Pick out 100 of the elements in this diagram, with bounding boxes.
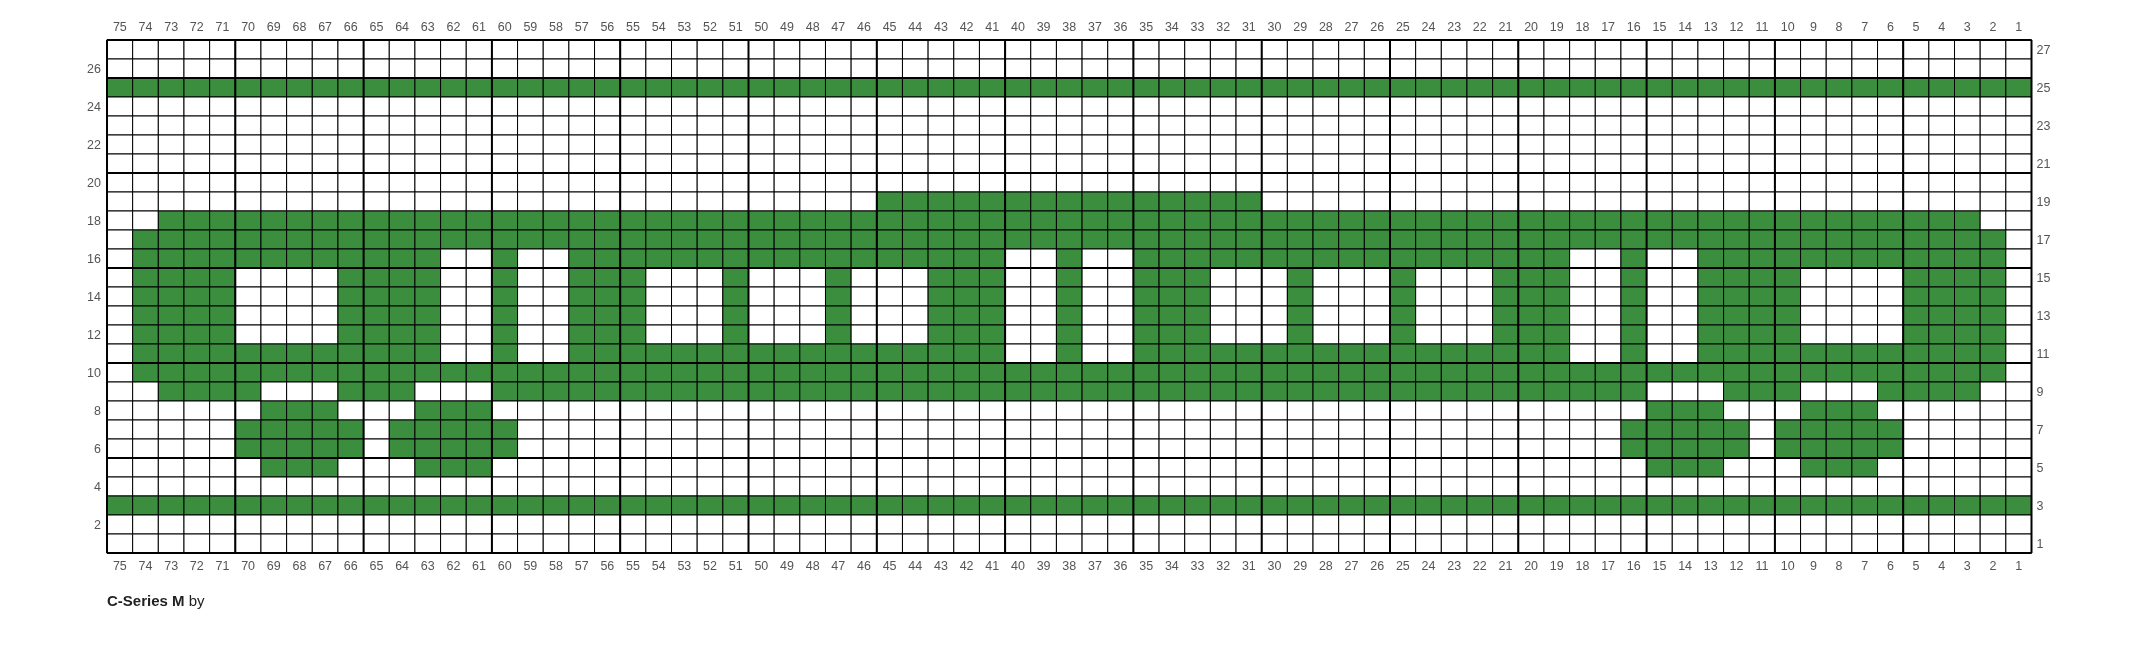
column-number: 57 [573, 21, 590, 34]
column-number: 39 [1035, 560, 1052, 573]
column-number: 39 [1035, 21, 1052, 34]
column-number: 31 [1240, 21, 1257, 34]
column-number: 55 [625, 21, 641, 34]
column-number: 5 [1911, 21, 1921, 34]
row-number: 17 [2036, 234, 2051, 247]
column-number: 30 [1266, 21, 1283, 34]
row-number: 13 [2036, 310, 2051, 323]
column-number: 53 [676, 560, 693, 573]
column-number: 36 [1112, 21, 1129, 34]
column-number: 56 [599, 21, 616, 34]
column-number: 11 [1754, 560, 1770, 573]
column-number: 59 [522, 21, 539, 34]
column-number: 44 [907, 21, 924, 34]
column-number: 44 [907, 560, 924, 573]
column-number: 34 [1163, 560, 1180, 573]
column-number: 28 [1317, 21, 1334, 34]
column-number: 41 [984, 560, 1001, 573]
column-number: 41 [984, 21, 1001, 34]
column-number: 18 [1574, 21, 1591, 34]
column-number: 49 [779, 21, 795, 34]
column-number: 26 [1369, 21, 1386, 34]
column-number: 58 [548, 560, 564, 573]
column-number: 14 [1677, 560, 1694, 573]
column-number: 62 [445, 21, 462, 34]
column-number: 30 [1266, 560, 1283, 573]
column-number: 29 [1292, 560, 1309, 573]
column-number: 66 [342, 560, 359, 573]
column-number: 69 [265, 21, 282, 34]
column-number: 16 [1625, 21, 1642, 34]
row-number: 27 [2036, 44, 2051, 57]
column-number: 45 [881, 21, 898, 34]
column-number: 36 [1112, 560, 1129, 573]
column-number: 52 [702, 21, 718, 34]
row-number: 15 [2036, 272, 2051, 285]
column-number: 22 [1471, 21, 1488, 34]
row-number: 20 [86, 177, 101, 190]
column-number: 67 [317, 21, 334, 34]
column-number: 25 [1394, 21, 1411, 34]
column-number: 13 [1702, 21, 1719, 34]
column-number: 23 [1446, 560, 1463, 573]
column-number: 28 [1317, 560, 1334, 573]
column-number: 13 [1702, 560, 1719, 573]
column-number: 31 [1240, 560, 1257, 573]
row-number: 5 [2036, 462, 2044, 475]
column-number: 22 [1471, 560, 1488, 573]
column-number: 27 [1343, 560, 1360, 573]
column-number: 10 [1779, 21, 1796, 34]
column-number: 50 [753, 21, 770, 34]
row-number: 21 [2036, 158, 2051, 171]
column-number: 64 [394, 560, 411, 573]
column-number: 24 [1420, 560, 1437, 573]
column-number: 3 [1962, 21, 1972, 34]
column-number: 53 [676, 21, 693, 34]
column-number: 73 [163, 21, 180, 34]
column-number: 46 [856, 21, 872, 34]
column-number: 6 [1885, 21, 1895, 34]
column-number: 2 [1988, 21, 1998, 34]
column-number: 67 [317, 560, 334, 573]
column-number: 6 [1885, 560, 1895, 573]
row-number: 11 [2036, 348, 2050, 361]
column-number: 70 [240, 21, 257, 34]
column-number: 12 [1728, 21, 1745, 34]
column-number: 66 [342, 21, 359, 34]
column-number: 62 [445, 560, 462, 573]
column-number: 19 [1548, 21, 1565, 34]
column-number: 64 [394, 21, 411, 34]
column-number: 58 [548, 21, 564, 34]
row-number: 18 [86, 215, 101, 228]
column-number: 46 [856, 560, 872, 573]
column-number: 23 [1446, 21, 1463, 34]
column-number: 24 [1420, 21, 1437, 34]
column-number: 20 [1523, 560, 1540, 573]
column-number: 59 [522, 560, 539, 573]
column-number: 42 [958, 560, 975, 573]
column-number: 32 [1215, 560, 1232, 573]
column-number: 37 [1086, 560, 1103, 573]
column-number: 35 [1138, 21, 1155, 34]
row-number: 4 [93, 481, 101, 494]
column-number: 33 [1189, 560, 1206, 573]
column-number: 69 [265, 560, 282, 573]
column-number: 9 [1808, 21, 1818, 34]
row-number: 10 [86, 367, 101, 380]
column-number: 51 [727, 560, 744, 573]
column-number: 73 [163, 560, 180, 573]
column-number: 70 [240, 560, 257, 573]
column-number: 2 [1988, 560, 1998, 573]
row-number: 23 [2036, 120, 2051, 133]
column-number: 71 [214, 560, 231, 573]
row-number: 26 [86, 63, 101, 76]
column-number: 16 [1625, 560, 1642, 573]
column-number: 21 [1497, 560, 1514, 573]
column-number: 42 [958, 21, 975, 34]
column-number: 9 [1808, 560, 1818, 573]
column-number: 52 [702, 560, 718, 573]
column-number: 32 [1215, 21, 1232, 34]
column-number: 14 [1677, 21, 1694, 34]
column-number: 19 [1548, 560, 1565, 573]
column-number: 34 [1163, 21, 1180, 34]
